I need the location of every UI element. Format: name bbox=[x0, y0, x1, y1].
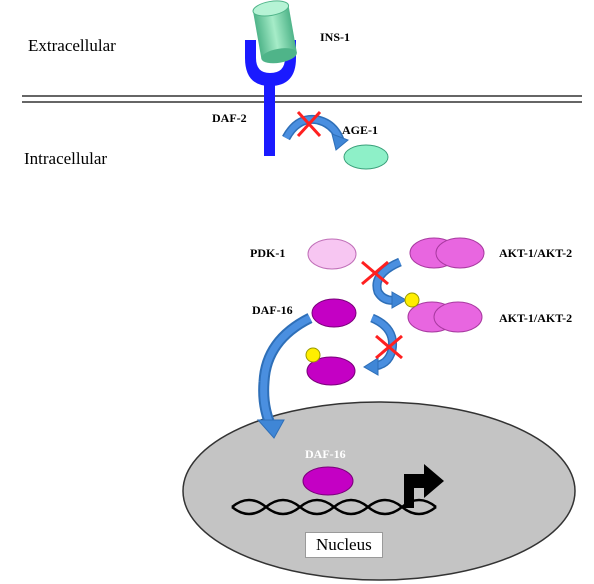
akt-complex-top bbox=[409, 237, 485, 269]
akt-top-label: AKT-1/AKT-2 bbox=[499, 246, 573, 260]
daf16-nuclear-protein bbox=[302, 466, 354, 496]
extracellular-label: Extracellular bbox=[28, 36, 116, 55]
arrow-daf2-to-age1 bbox=[282, 114, 349, 151]
phosphate-daf16 bbox=[305, 347, 321, 363]
daf16-phosphorylated bbox=[305, 347, 356, 386]
nucleus bbox=[182, 401, 576, 581]
transcription-arrow-icon bbox=[404, 464, 444, 508]
arrow-daf16-translocation bbox=[256, 313, 313, 439]
phosphate-akt bbox=[404, 292, 420, 308]
inhibition-cross-daf16 bbox=[375, 334, 403, 360]
nucleus-label: Nucleus bbox=[305, 532, 383, 558]
daf2-label: DAF-2 bbox=[212, 111, 247, 125]
pdk1-protein bbox=[307, 238, 357, 270]
plasma-membrane bbox=[22, 95, 582, 103]
ins1-ligand bbox=[252, 0, 297, 64]
daf16-protein bbox=[311, 298, 357, 328]
pdk1-label: PDK-1 bbox=[250, 246, 286, 260]
daf16-label: DAF-16 bbox=[252, 303, 293, 317]
age1-protein bbox=[343, 144, 389, 170]
age1-label: AGE-1 bbox=[342, 123, 378, 137]
intracellular-label: Intracellular bbox=[24, 149, 108, 168]
arrow-pdk1-to-akt bbox=[372, 257, 408, 309]
ins1-label: INS-1 bbox=[320, 30, 351, 44]
akt-bottom-label: AKT-1/AKT-2 bbox=[499, 311, 573, 325]
daf16-nuclear-label: DAF-16 bbox=[305, 447, 346, 461]
dna-helix bbox=[231, 498, 437, 516]
daf2-receptor bbox=[245, 40, 296, 156]
inhibition-cross-pdk1 bbox=[361, 260, 389, 286]
akt-complex-bottom bbox=[404, 292, 483, 333]
inhibition-cross-age1 bbox=[296, 110, 322, 138]
